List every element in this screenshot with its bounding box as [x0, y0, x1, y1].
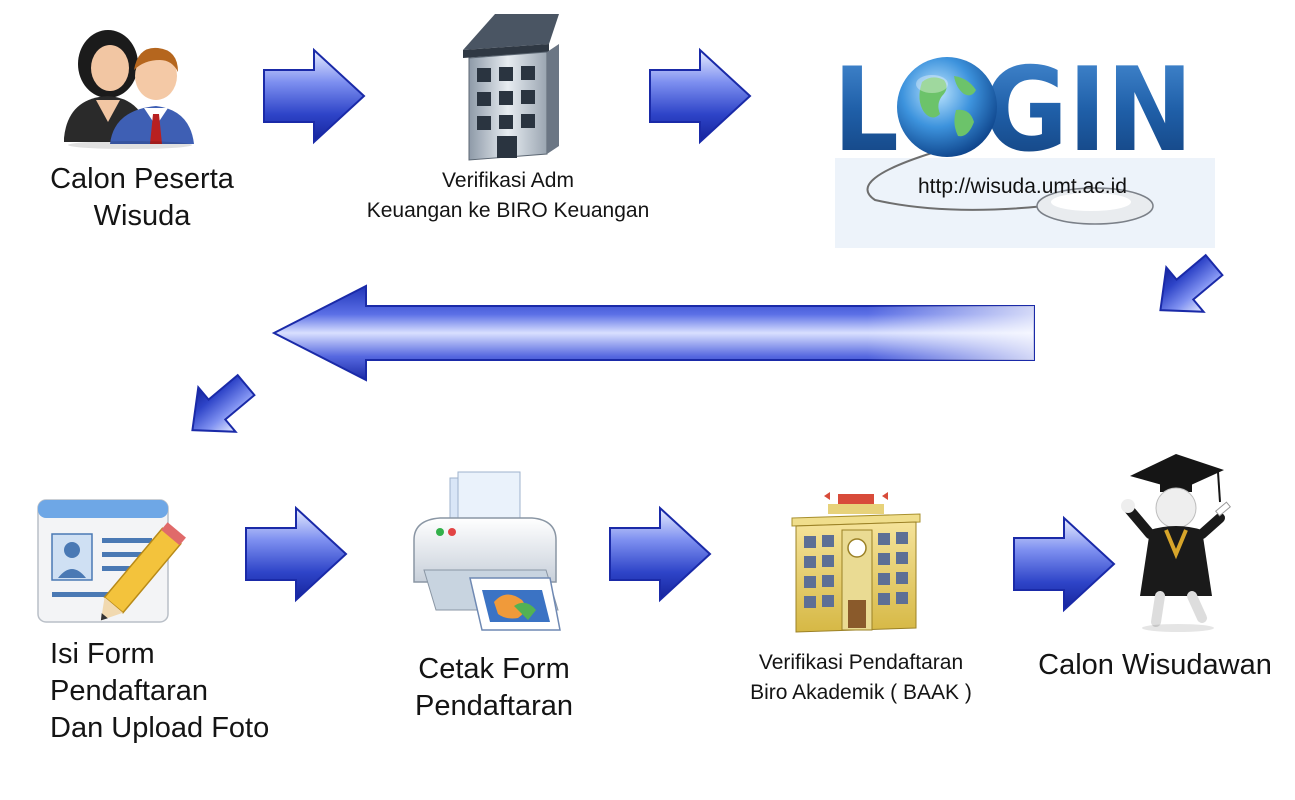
- diagonal-arrow-left: [180, 372, 260, 442]
- calon-peserta-line1: Calon Peserta: [50, 163, 234, 195]
- flow-arrow-3: [244, 505, 348, 603]
- flow-arrow-4: [608, 505, 712, 603]
- verifikasi-pendaftaran-label: Verifikasi Pendaftaran Biro Akademik ( B…: [716, 648, 1006, 708]
- cetak-form-label: Cetak Form Pendaftaran: [384, 651, 604, 725]
- login-graphic: [805, 40, 1225, 250]
- verifikasi-adm-line2: Keuangan ke BIRO Keuangan: [366, 199, 650, 222]
- flow-arrow-5: [1012, 515, 1116, 613]
- isi-form-line2: Pendaftaran: [50, 675, 209, 707]
- globe-icon: [892, 52, 1002, 162]
- registration-form-icon: [36, 496, 196, 628]
- isi-form-label: Isi Form Pendaftaran Dan Upload Foto: [50, 636, 330, 747]
- calon-wisudawan-label: Calon Wisudawan: [1022, 647, 1288, 684]
- graduate-icon: [1120, 446, 1231, 632]
- return-arrow: [270, 284, 1040, 382]
- login-url[interactable]: http://wisuda.umt.ac.id: [918, 175, 1127, 198]
- flow-arrow-1: [262, 47, 366, 145]
- cetak-form-line2: Pendaftaran: [414, 690, 573, 722]
- people-icon: [60, 18, 195, 149]
- login-word-text: LOGIN: [833, 43, 1193, 178]
- isi-form-line1: Isi Form: [50, 638, 155, 670]
- verifikasi-pendaftaran-line2: Biro Akademik ( BAAK ): [750, 681, 972, 704]
- diagonal-arrow-right: [1148, 252, 1228, 322]
- printer-icon: [410, 470, 561, 636]
- academic-building-icon: [786, 488, 926, 636]
- calon-peserta-line2: Wisuda: [93, 200, 191, 232]
- verifikasi-adm-label: Verifikasi Adm Keuangan ke BIRO Keuangan: [318, 166, 698, 226]
- calon-wisudawan-line1: Calon Wisudawan: [1038, 649, 1272, 681]
- flow-arrow-2: [648, 47, 752, 145]
- cetak-form-line1: Cetak Form: [418, 653, 570, 685]
- verifikasi-pendaftaran-line1: Verifikasi Pendaftaran: [758, 651, 964, 674]
- verifikasi-adm-line1: Verifikasi Adm: [442, 169, 574, 192]
- login-word-graphic: LOGIN: [833, 43, 1193, 178]
- isi-form-line3: Dan Upload Foto: [50, 712, 270, 744]
- calon-peserta-label: Calon Peserta Wisuda: [22, 161, 262, 235]
- office-building-icon: [455, 10, 565, 162]
